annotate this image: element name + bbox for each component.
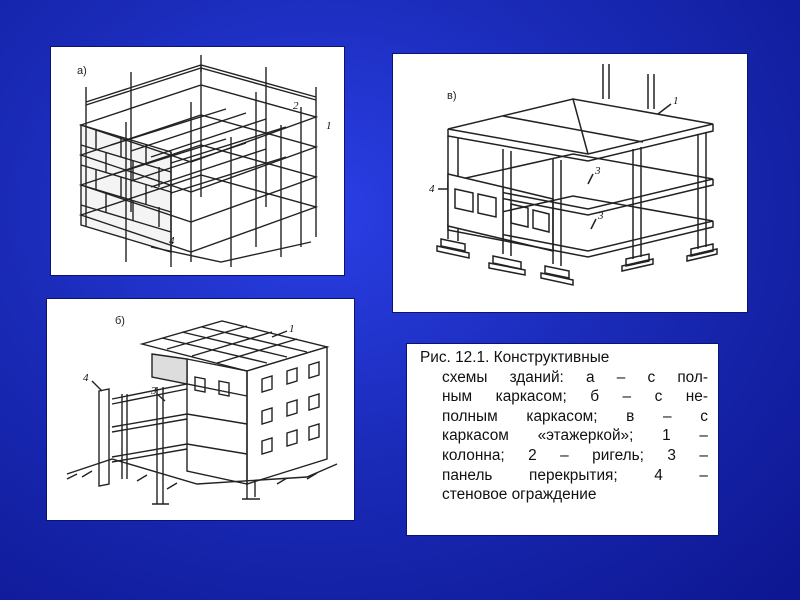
caption-box: Рис. 12.1. Конструктивные схемы зданий: …: [407, 344, 718, 535]
panel-v-label: в): [447, 90, 457, 102]
full-frame-drawing: 2 1 4: [78, 55, 332, 267]
callout-1: 1: [326, 120, 332, 132]
callout-4: 4: [429, 183, 435, 195]
incomplete-frame-drawing: 1 3 4: [66, 320, 338, 505]
caption-line-3: ным каркасом; б – с не-: [442, 388, 708, 406]
callout-4: 4: [169, 235, 175, 247]
callout-4: 4: [83, 372, 89, 384]
diagram-panel-a: а) 2 1 4: [51, 47, 344, 275]
callout-1: 1: [289, 323, 295, 335]
caption-line-8: стеновое ограждение: [442, 486, 597, 504]
etazherka-frame-drawing: 1 3 3 4: [429, 64, 718, 286]
callout-2: 2: [293, 100, 299, 112]
diagram-panel-v: в): [393, 54, 747, 312]
caption-line-5: каркасом «этажеркой»; 1 –: [442, 427, 708, 445]
caption-line-4: полным каркасом; в – с: [442, 407, 708, 425]
panel-b-label: б): [115, 315, 125, 327]
caption-line-7: панель перекрытия; 4 –: [442, 466, 708, 484]
callout-3-lower: 3: [597, 210, 604, 222]
callout-3-upper: 3: [594, 165, 601, 177]
caption-line-1: Рис. 12.1. Конструктивные: [420, 349, 610, 366]
callout-1: 1: [673, 95, 679, 107]
callout-3: 3: [150, 385, 157, 397]
caption-line-2: схемы зданий: а – с пол-: [442, 368, 708, 386]
diagram-panel-b: б): [47, 299, 354, 520]
caption-line-6: колонна; 2 – ригель; 3 –: [442, 446, 708, 464]
caption-text: Рис. 12.1. Конструктивные схемы зданий: …: [420, 348, 708, 505]
panel-a-label: а): [77, 65, 87, 77]
